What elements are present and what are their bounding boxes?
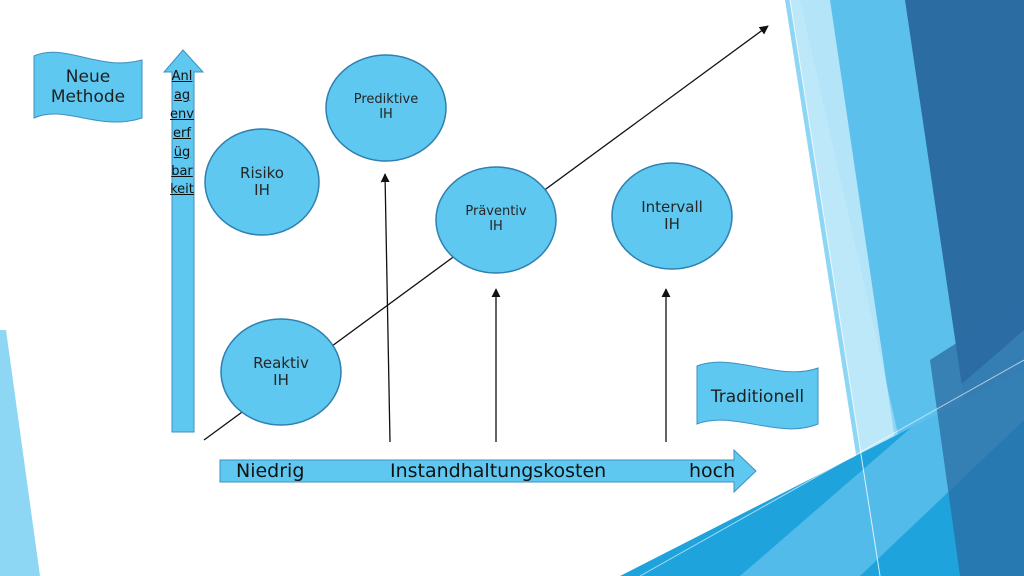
flag-neue-methode-label: Neue Methode [50, 67, 126, 107]
y-axis-label: Anlagenverfügbarkeit [170, 69, 194, 198]
node-reaktiv-shape [220, 318, 342, 426]
x-axis-arrow [219, 448, 757, 494]
node-prediktive-label: Prediktive IH [353, 92, 419, 122]
y-axis-arrow [162, 49, 205, 433]
node-intervall-label: Intervall IH [641, 197, 703, 233]
node-risiko-label: Risiko IH [240, 163, 284, 199]
flag-traditionell-label: Traditionell [710, 387, 805, 407]
x-axis-label-title: Instandhaltungskosten [390, 460, 607, 482]
x-axis-label-high: hoch [689, 460, 736, 482]
arrow-to-prediktive [380, 173, 391, 443]
flag-neue-methode-shape [33, 51, 143, 123]
node-praeventiv-shape [435, 166, 557, 274]
decorative-sliver-left [0, 330, 40, 576]
x-axis-label-low: Niedrig [236, 460, 305, 482]
node-risiko-shape [204, 128, 320, 236]
decorative-panels [620, 0, 1024, 576]
node-reaktiv-label: Reaktiv IH [253, 353, 309, 389]
node-praeventiv-label: Präventiv IH [465, 204, 527, 234]
flag-traditionell-shape [696, 361, 819, 430]
node-prediktive-shape [325, 54, 447, 162]
node-intervall-shape [611, 162, 733, 270]
